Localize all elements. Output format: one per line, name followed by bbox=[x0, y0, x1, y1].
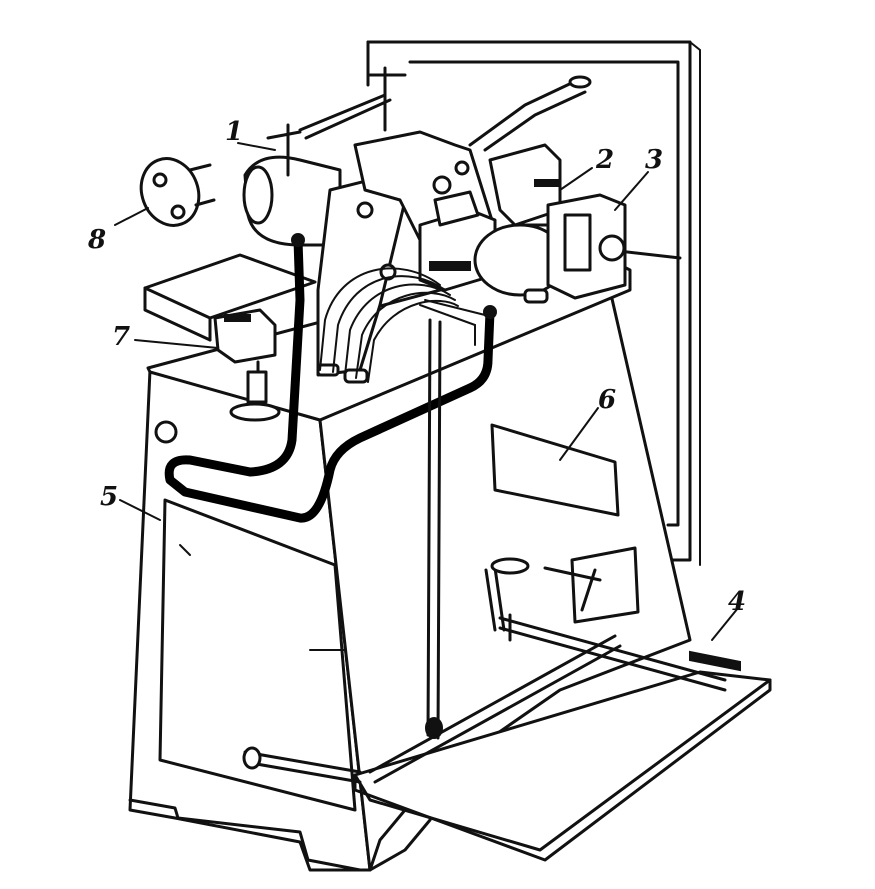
callout-label-5: 5 bbox=[100, 482, 118, 512]
pedal-rod bbox=[425, 318, 443, 740]
left-clamp bbox=[213, 308, 281, 422]
callout-label-4: 4 bbox=[728, 587, 746, 617]
leader-lines bbox=[114, 142, 739, 641]
heavy-hose bbox=[164, 233, 497, 523]
callout-label-8: 8 bbox=[87, 225, 106, 255]
callout-label-1: 1 bbox=[225, 117, 243, 147]
rear-handle bbox=[484, 546, 640, 632]
info-plate bbox=[490, 423, 620, 517]
plug-part bbox=[139, 157, 216, 227]
callout-label-6: 6 bbox=[598, 385, 616, 415]
callout-labels: 1 2 3 4 5 6 7 8 bbox=[87, 117, 746, 617]
callout-label-2: 2 bbox=[595, 145, 614, 175]
foot-treadle bbox=[242, 613, 772, 862]
upper-mechanism bbox=[242, 66, 682, 384]
callout-label-3: 3 bbox=[645, 145, 663, 175]
cable-bundle bbox=[319, 267, 486, 383]
callout-label-7: 7 bbox=[112, 322, 130, 352]
